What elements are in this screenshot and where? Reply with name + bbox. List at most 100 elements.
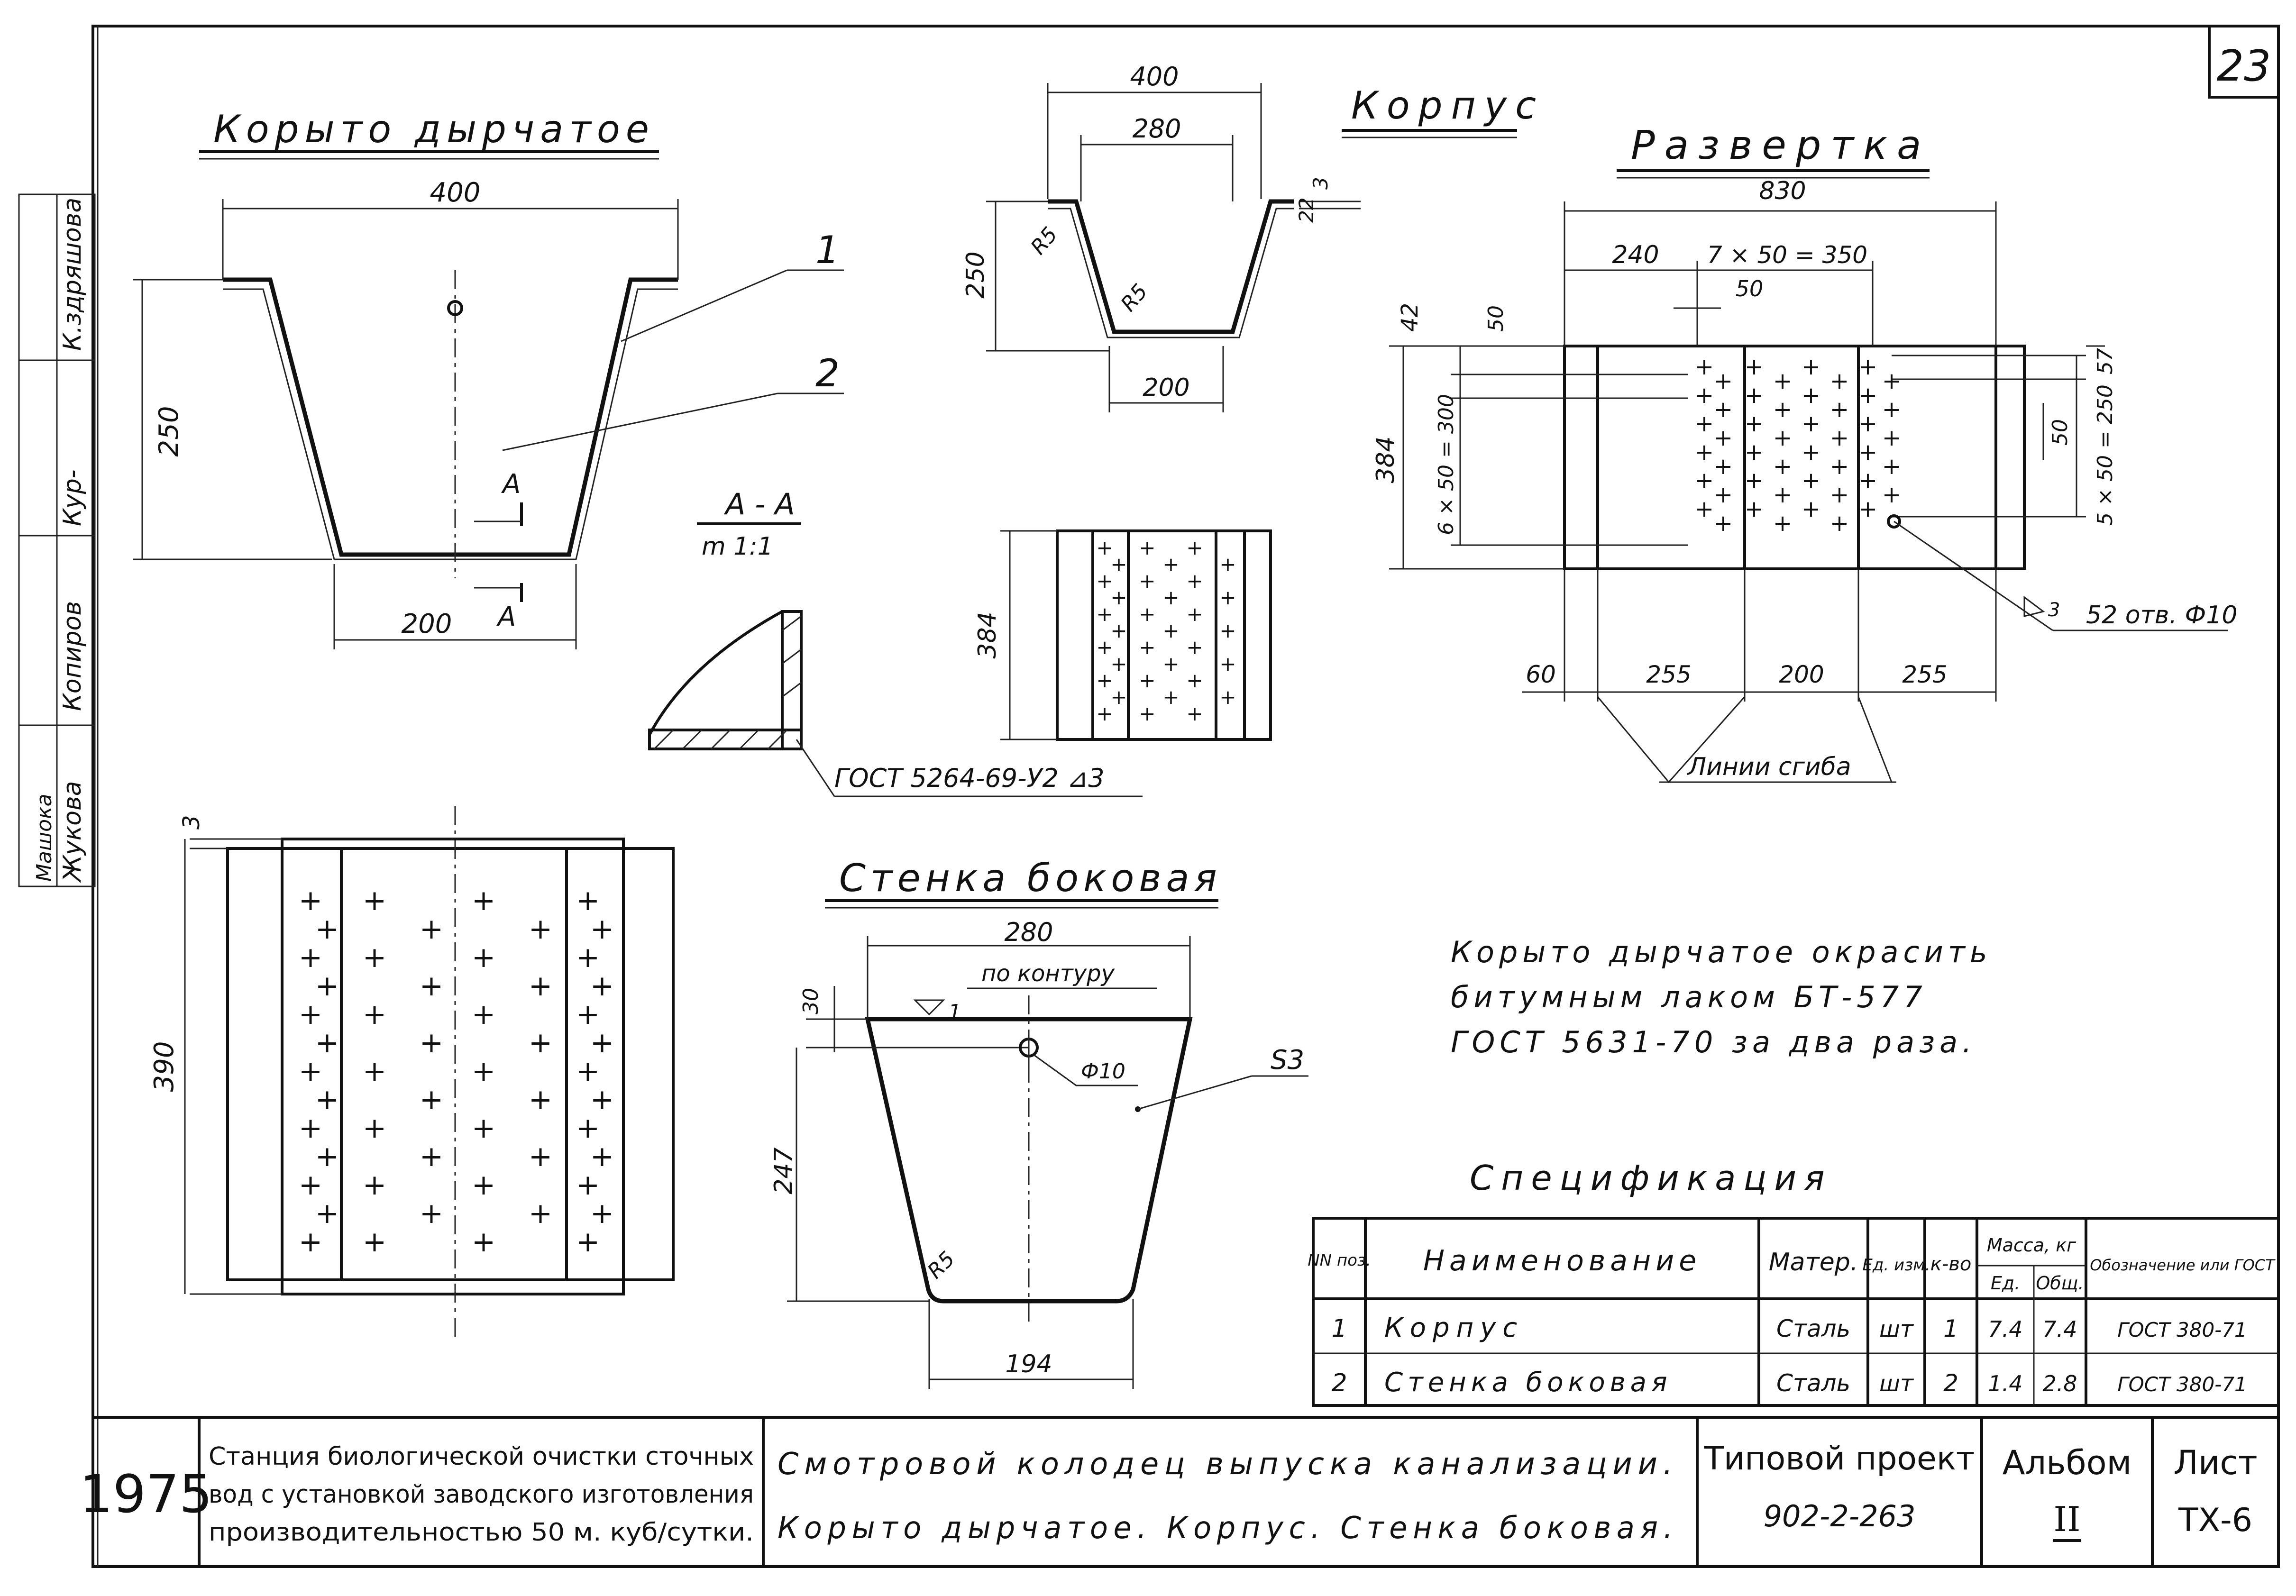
svg-text:+: + (1219, 652, 1236, 675)
svg-text:+: + (1186, 569, 1203, 593)
end-wall-radius: R5 (923, 1247, 960, 1283)
title-drawing-2: Корыто дырчатое. Корпус. Стенка боковая. (778, 1511, 1678, 1546)
svg-text:+: + (315, 1140, 339, 1173)
unfold-dim-50b: 50 (2048, 419, 2072, 446)
svg-text:+: + (420, 1026, 443, 1059)
unfold-dim-holes: 7 × 50 = 350 (1707, 241, 1867, 269)
svg-text:+: + (1186, 636, 1203, 659)
trough-plan-dim: 390 (149, 1041, 180, 1092)
svg-text:+: + (1695, 467, 1714, 494)
unfold-dim-200: 200 (1779, 661, 1824, 688)
spec-r1-m1: 7.4 (1988, 1316, 2022, 1342)
svg-text:+: + (1186, 669, 1203, 692)
svg-text:+: + (1139, 569, 1155, 593)
svg-text:+: + (529, 1140, 552, 1173)
unfold-view: 830 240 7 × 50 = 350 50 384 42 50 6 × 50… (1372, 177, 2237, 784)
svg-text:+: + (529, 1026, 552, 1059)
svg-text:+: + (1858, 410, 1877, 437)
body-thk-1: 22 (1295, 198, 1318, 223)
spec-h-unit: Ед. изм. (1862, 1256, 1930, 1275)
body-thk-2: 3 (1309, 177, 1332, 190)
spec-r2-name: Стенка боковая (1384, 1367, 1672, 1398)
svg-text:+: + (576, 1055, 600, 1088)
svg-text:+: + (420, 969, 443, 1003)
spec-r2-std: ГОСТ 380-71 (2117, 1373, 2247, 1396)
svg-text:+: + (1714, 510, 1733, 537)
unfold-dim-255b: 255 (1902, 661, 1947, 688)
svg-text:+: + (529, 1083, 552, 1116)
svg-text:+: + (420, 1140, 443, 1173)
body-section: 400 280 250 200 R5 R5 22 3 (961, 62, 1361, 412)
unfold-holes-note: 52 отв. Ф10 (2086, 601, 2237, 629)
svg-text:+: + (1882, 482, 1901, 508)
svg-text:+: + (299, 1225, 322, 1259)
spec-h-mat: Матер. (1769, 1248, 1858, 1277)
svg-text:+: + (1858, 467, 1877, 494)
unfold-holes-mark: 3 (2048, 599, 2060, 621)
svg-text:+: + (1773, 482, 1792, 508)
svg-text:+: + (472, 1168, 495, 1202)
end-wall-dim-top: 280 (1004, 917, 1053, 947)
title-year: 1975 (80, 1464, 212, 1524)
svg-text:+: + (315, 912, 339, 946)
svg-text:+: + (1830, 482, 1849, 508)
sheet-number: 23 (2217, 41, 2271, 91)
svg-text:+: + (576, 941, 600, 974)
spec-r1-std: ГОСТ 380-71 (2117, 1318, 2247, 1341)
unfold-title: Развертка (1631, 122, 1930, 168)
svg-text:+: + (1745, 467, 1764, 494)
stamp-name-1b: Кур- (58, 470, 87, 526)
spec-h-mass-unit: Ед. (1991, 1273, 2020, 1294)
trough-section-mark-bottom: A (496, 602, 516, 632)
svg-text:+: + (315, 1197, 339, 1230)
svg-text:+: + (590, 1083, 614, 1116)
trough-callout-2: 2 (815, 351, 840, 395)
end-wall-contour-mark: 1 (948, 1000, 961, 1024)
svg-text:+: + (299, 1055, 322, 1088)
svg-text:+: + (472, 1055, 495, 1088)
svg-text:+: + (1773, 368, 1792, 394)
svg-text:+: + (1714, 453, 1733, 480)
svg-text:+: + (363, 1168, 386, 1202)
stamp-name-1: К.здряшова (58, 198, 87, 351)
svg-text:+: + (1830, 425, 1849, 451)
svg-text:+: + (1695, 439, 1714, 465)
spec-r2-m2: 2.8 (2042, 1371, 2077, 1396)
svg-text:+: + (1186, 536, 1203, 559)
svg-text:+: + (1186, 602, 1203, 626)
title-station-3: производительностью 50 м. куб/сутки. (209, 1518, 754, 1547)
svg-text:+: + (1830, 453, 1849, 480)
trough-section: 400 250 200 1 2 A A (133, 177, 844, 649)
svg-text:+: + (1219, 553, 1236, 576)
title-sheet-code: ТХ-6 (2178, 1502, 2252, 1539)
spec-r1-pos: 1 (1331, 1314, 1347, 1343)
unfold-dim-57: 57 (2093, 348, 2117, 374)
spec-h-pos: NN поз. (1308, 1251, 1371, 1270)
svg-text:+: + (1802, 354, 1820, 380)
spec-r1-m2: 7.4 (2042, 1316, 2077, 1342)
svg-text:+: + (1745, 439, 1764, 465)
unfold-dim-vert2: 5 × 50 = 250 (2093, 384, 2117, 526)
svg-text:+: + (1110, 619, 1127, 642)
svg-text:+: + (1802, 467, 1820, 494)
svg-text:+: + (1096, 669, 1113, 692)
trough-title: Корыто дырчатое (213, 107, 655, 151)
stamp-name-3: Жукова (58, 781, 87, 883)
svg-text:+: + (1139, 669, 1155, 692)
stamp-name-2: Копиров (58, 601, 87, 711)
svg-text:+: + (315, 1026, 339, 1059)
svg-text:+: + (1858, 382, 1877, 409)
trough-dim-height: 250 (154, 406, 184, 457)
title-drawing-1: Смотровой колодец выпуска канализации. (778, 1447, 1678, 1482)
svg-text:+: + (1745, 410, 1764, 437)
svg-text:+: + (1773, 453, 1792, 480)
spec-r1-qty: 1 (1943, 1315, 1958, 1342)
side-stamp: К.здряшова Кур- Копиров Машока Жукова (18, 193, 96, 887)
svg-text:+: + (576, 1225, 600, 1259)
spec-row-2: 2 Стенка боковая Сталь шт 2 1.4 2.8 ГОСТ… (1331, 1367, 2247, 1398)
trough-section-mark-top: A (501, 469, 521, 500)
body-dim-inner: 280 (1132, 114, 1181, 144)
svg-text:+: + (529, 1197, 552, 1230)
trough-callout-1: 1 (815, 228, 840, 272)
title-project-label: Типовой проект (1703, 1440, 1975, 1477)
